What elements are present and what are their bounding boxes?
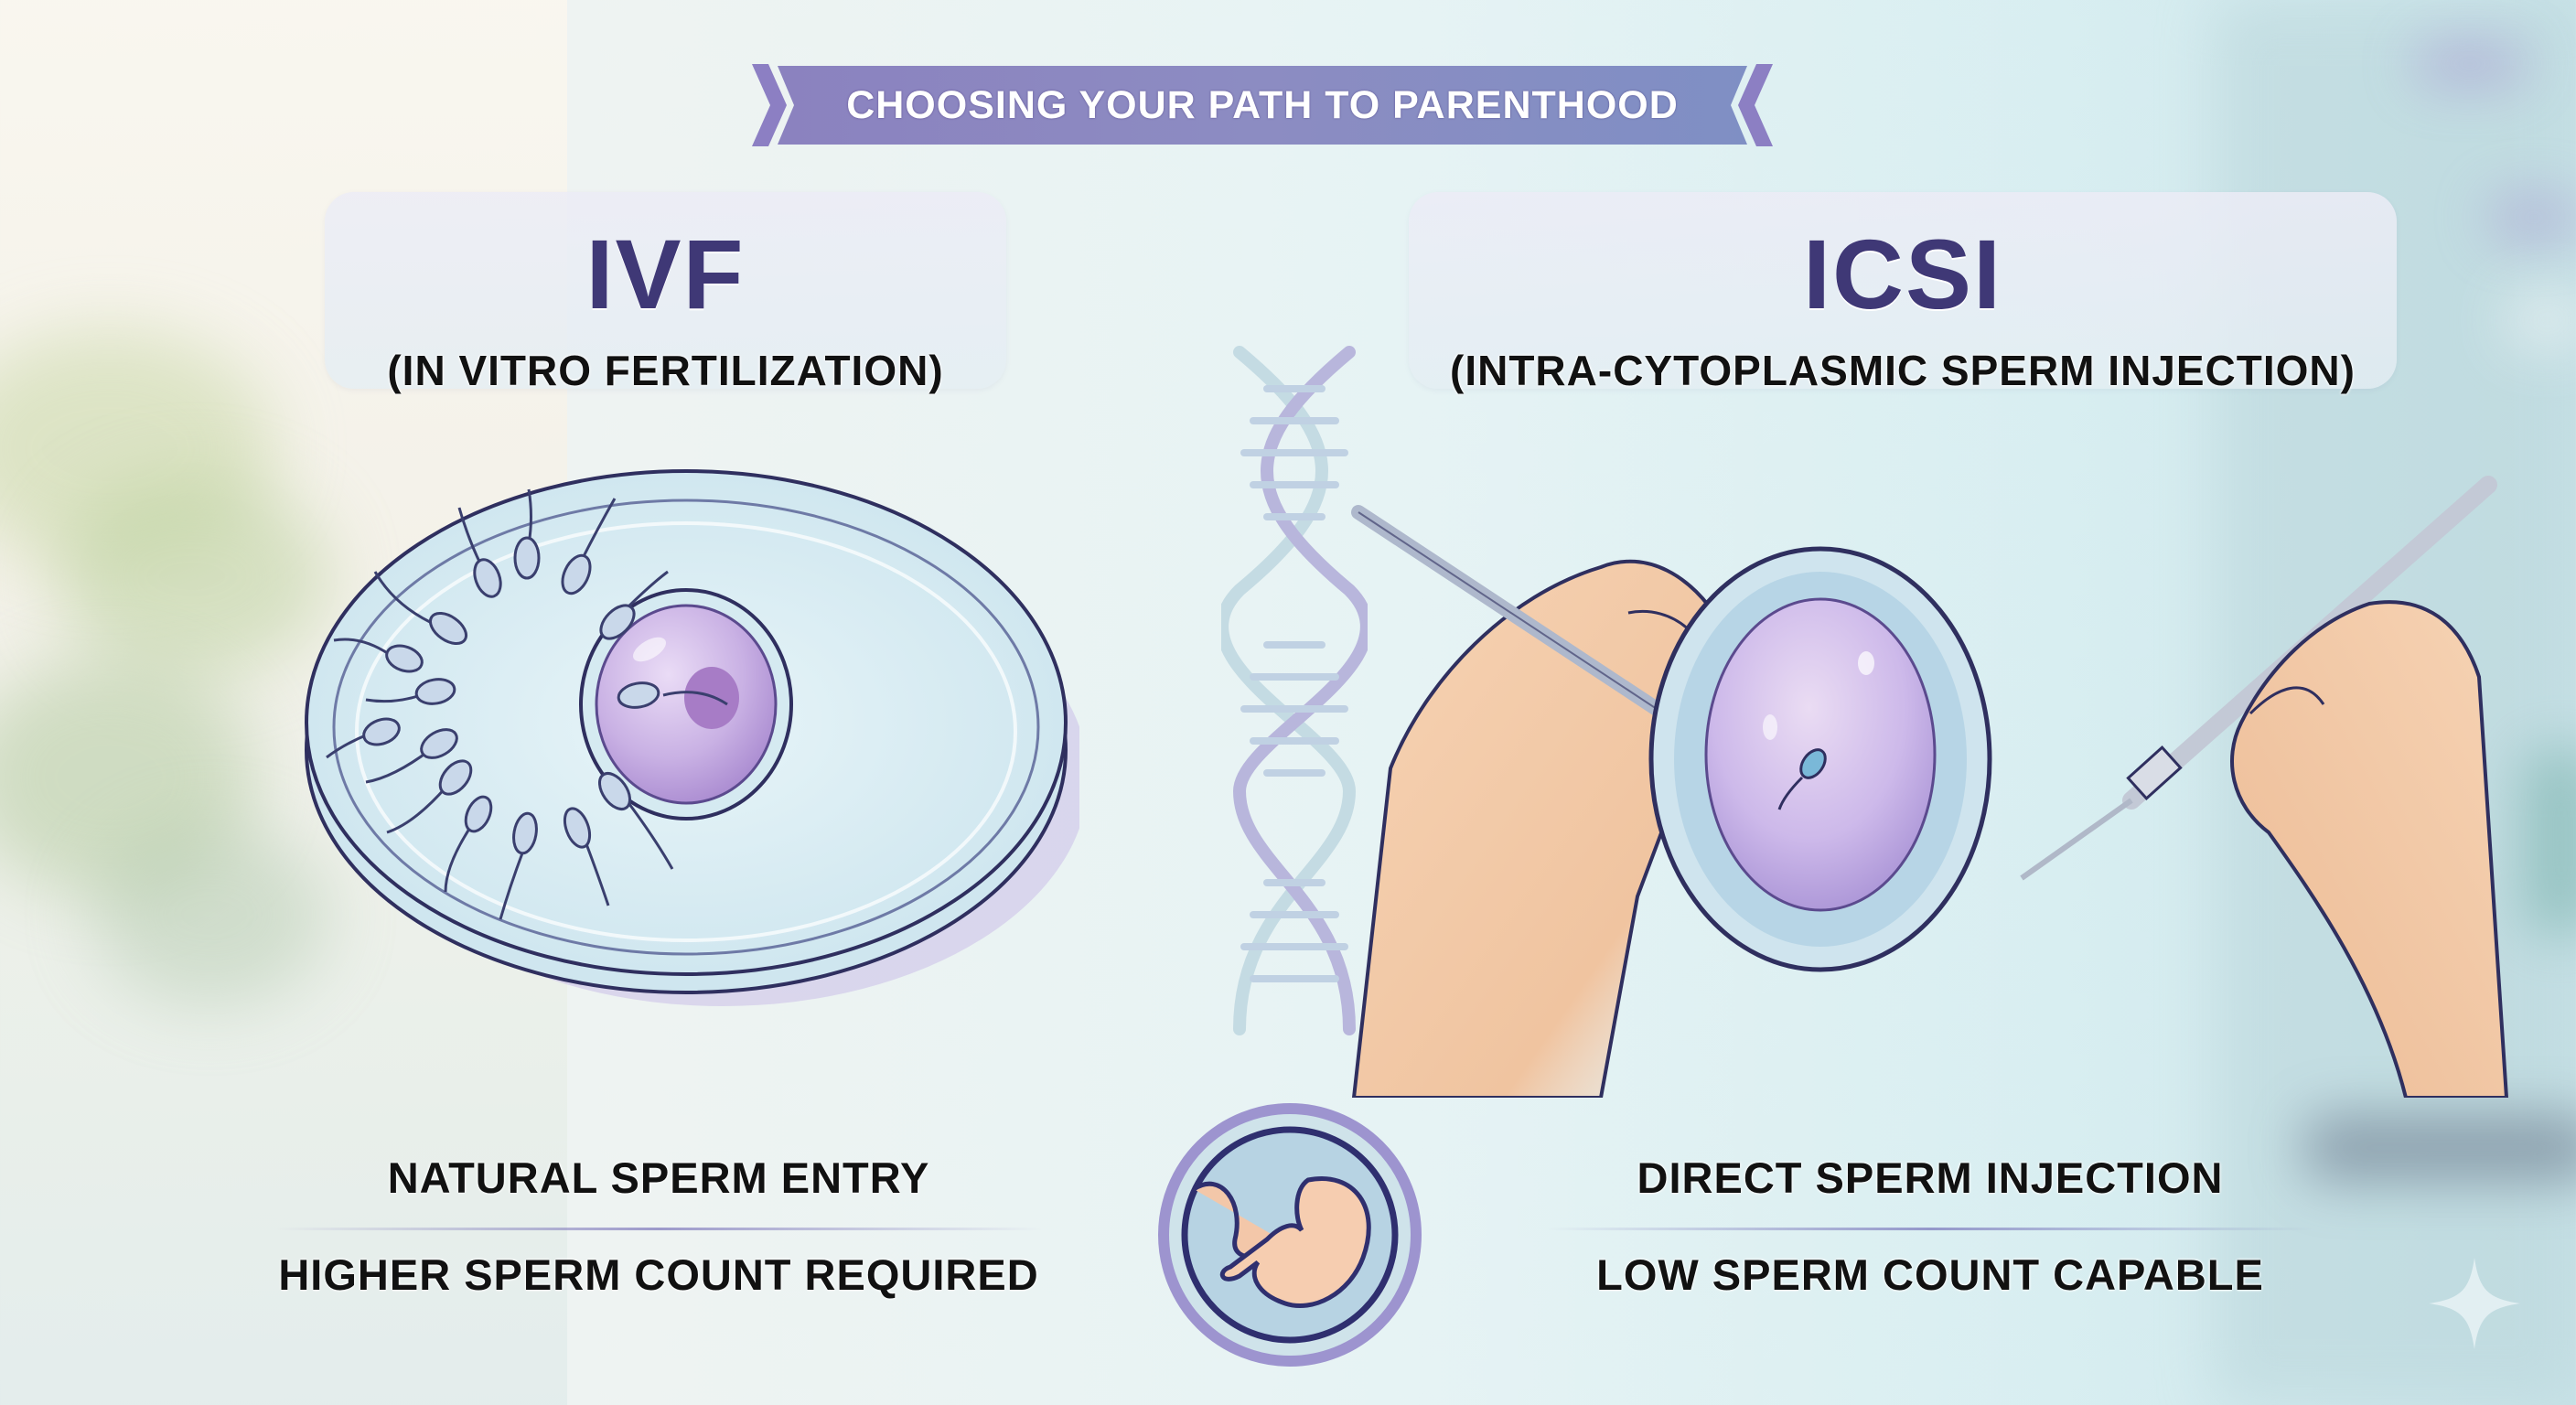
sperm-cell — [457, 507, 502, 598]
ivf-petri-dish-illustration — [293, 430, 1089, 1015]
icsi-acronym: ICSI — [1802, 219, 2003, 329]
icsi-full-name: (INTRA-CYTOPLASMIC SPERM INJECTION) — [1450, 347, 2356, 394]
background-jar-blur — [2525, 750, 2576, 933]
background-plant-blur — [0, 329, 274, 567]
background-plant-blur — [0, 659, 256, 896]
dna-helix-icon — [1216, 316, 1373, 1066]
background-bottle-blur — [2488, 197, 2576, 238]
fetus-icon — [1157, 1102, 1422, 1367]
background-plant-blur — [55, 476, 329, 677]
banner-ribbon — [752, 64, 1773, 146]
sparkle-icon — [2429, 1258, 2520, 1349]
banner-title: CHOOSING YOUR PATH TO PARENTHOOD — [846, 82, 1679, 127]
background-counter-blur — [2305, 1116, 2576, 1180]
icsi-feature-1: DIRECT SPERM INJECTION — [1637, 1153, 2224, 1202]
background-bottle-blur — [2415, 46, 2525, 82]
ivf-acronym: IVF — [585, 219, 746, 329]
icsi-injection-illustration — [1326, 439, 2516, 1099]
ivf-feature-2: HIGHER SPERM COUNT REQUIRED — [278, 1250, 1039, 1299]
icsi-feature-divider — [1546, 1228, 2314, 1230]
icsi-title-card: ICSI (INTRA-CYTOPLASMIC SPERM INJECTION) — [1409, 192, 2397, 394]
icsi-feature-2: LOW SPERM COUNT CAPABLE — [1596, 1250, 2264, 1299]
ivf-full-name: (IN VITRO FERTILIZATION) — [387, 347, 944, 394]
chevron-right-icon — [752, 64, 787, 146]
background-bottle-blur — [2506, 293, 2576, 348]
chevron-left-icon — [1738, 64, 1773, 146]
header-banner: CHOOSING YOUR PATH TO PARENTHOOD — [750, 64, 1775, 146]
ivf-feature-divider — [274, 1228, 1043, 1230]
ivf-title-card: IVF (IN VITRO FERTILIZATION) — [325, 192, 1006, 394]
ivf-feature-1: NATURAL SPERM ENTRY — [387, 1153, 930, 1202]
